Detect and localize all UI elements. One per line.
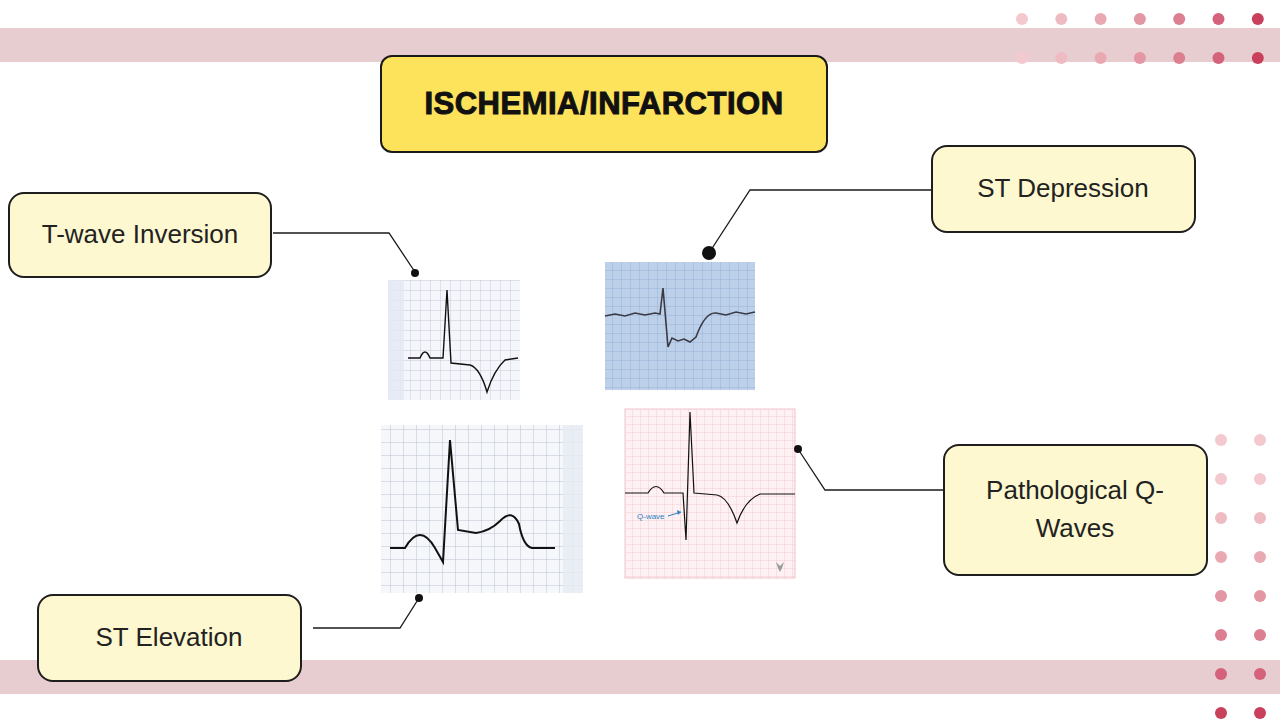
label-box: T-wave Inversion: [8, 192, 272, 278]
dot: [1215, 590, 1227, 602]
st-elevation-ecg: [381, 425, 583, 593]
annotation-label: Q-wave: [637, 512, 665, 521]
label-box: Pathological Q-Waves: [943, 444, 1208, 576]
node-text: Pathological Q-Waves: [961, 472, 1190, 547]
dot: [1055, 52, 1067, 64]
q-wave-ecg: [625, 409, 795, 578]
st-depression-ecg: [605, 262, 755, 390]
dot: [1215, 551, 1227, 563]
dot: [1215, 434, 1227, 446]
dot: [1215, 512, 1227, 524]
dot: [1215, 707, 1227, 719]
dot: [1254, 512, 1266, 524]
dot: [1173, 52, 1185, 64]
title-box: ISCHEMIA/INFARCTION: [380, 55, 828, 153]
t-wave-ecg: [388, 280, 520, 400]
dot: [1016, 13, 1028, 25]
dot: [1254, 590, 1266, 602]
dot: [1215, 473, 1227, 485]
dot: [1254, 668, 1266, 680]
dot: [1254, 707, 1266, 719]
dot: [1213, 13, 1225, 25]
dot: [1095, 52, 1107, 64]
title-text: ISCHEMIA/INFARCTION: [424, 86, 783, 122]
dot: [1215, 668, 1227, 680]
dot: [1254, 551, 1266, 563]
dot: [1095, 13, 1107, 25]
dot: [1134, 13, 1146, 25]
dot-pattern: [1016, 13, 1266, 719]
dot: [1016, 52, 1028, 64]
dot: [1252, 52, 1264, 64]
dot: [1254, 629, 1266, 641]
node-text: ST Elevation: [96, 619, 243, 657]
dot: [1254, 473, 1266, 485]
dot: [1173, 13, 1185, 25]
leader-dot: [411, 246, 802, 602]
dot: [1254, 434, 1266, 446]
node-text: T-wave Inversion: [42, 216, 239, 254]
label-box: ST Elevation: [37, 594, 302, 682]
node-text: ST Depression: [977, 170, 1149, 208]
dot: [1252, 13, 1264, 25]
dot: [1215, 629, 1227, 641]
leader-line: [273, 190, 943, 628]
label-box: ST Depression: [931, 145, 1196, 233]
dot: [1134, 52, 1146, 64]
dot: [1213, 52, 1225, 64]
dot: [1055, 13, 1067, 25]
